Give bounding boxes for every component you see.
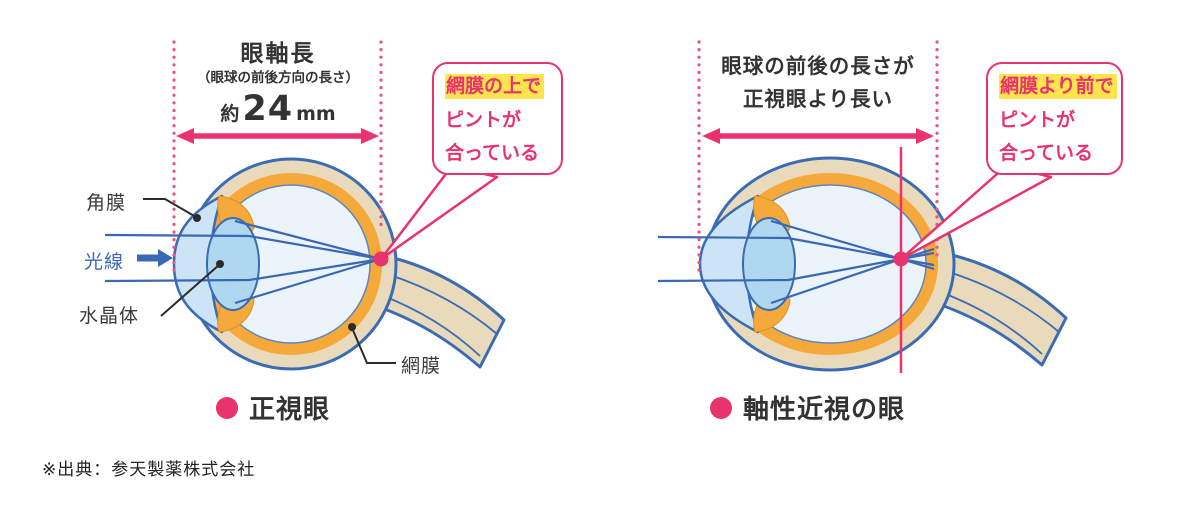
pink-bullet-icon: [710, 396, 732, 419]
right-length-header: 眼球の前後の長さが 正視眼より長い: [721, 54, 915, 111]
left-eye-illustration: [104, 40, 506, 371]
focal-point-left: [373, 251, 389, 267]
light-arrow-icon: [137, 249, 173, 267]
source-attribution: ※出典：参天製薬株式会社: [42, 460, 256, 480]
highlighted-text: 網膜より前で: [999, 74, 1117, 99]
label-lines-left: [143, 198, 396, 364]
light-ray-label: 光線: [84, 251, 125, 273]
left-caption-text: 正視眼: [249, 395, 331, 425]
focal-point-right: [893, 251, 909, 267]
right-caption-text: 軸性近視の眼: [743, 395, 906, 425]
light-rays-left: [104, 219, 382, 305]
lens-shape: [206, 217, 260, 311]
optic-nerve: [918, 252, 1068, 367]
right-eye-illustration: [657, 40, 1068, 373]
axial-length-arrow-left: [176, 128, 379, 144]
left-focus-callout: 網膜の上で ピントが 合っている: [432, 62, 563, 175]
left-caption: 正視眼: [216, 389, 330, 426]
right-caption: 軸性近視の眼: [710, 389, 905, 426]
callout-tail-left: [379, 164, 499, 261]
axial-length-subtitle: （眼球の前後方向の長さ）: [197, 70, 359, 86]
right-focus-callout: 網膜より前で ピントが 合っている: [986, 62, 1123, 175]
lens-shape: [742, 217, 796, 311]
cornea-label: 角膜: [86, 192, 127, 214]
retina-label: 網膜: [401, 355, 442, 377]
axial-length-title: 眼軸長: [240, 41, 316, 67]
axial-length-arrow-right: [702, 128, 934, 144]
lens-label: 水晶体: [79, 305, 140, 327]
highlighted-text: 網膜の上で: [445, 74, 545, 99]
pink-bullet-icon: [216, 396, 238, 419]
light-rays-right: [657, 219, 935, 305]
